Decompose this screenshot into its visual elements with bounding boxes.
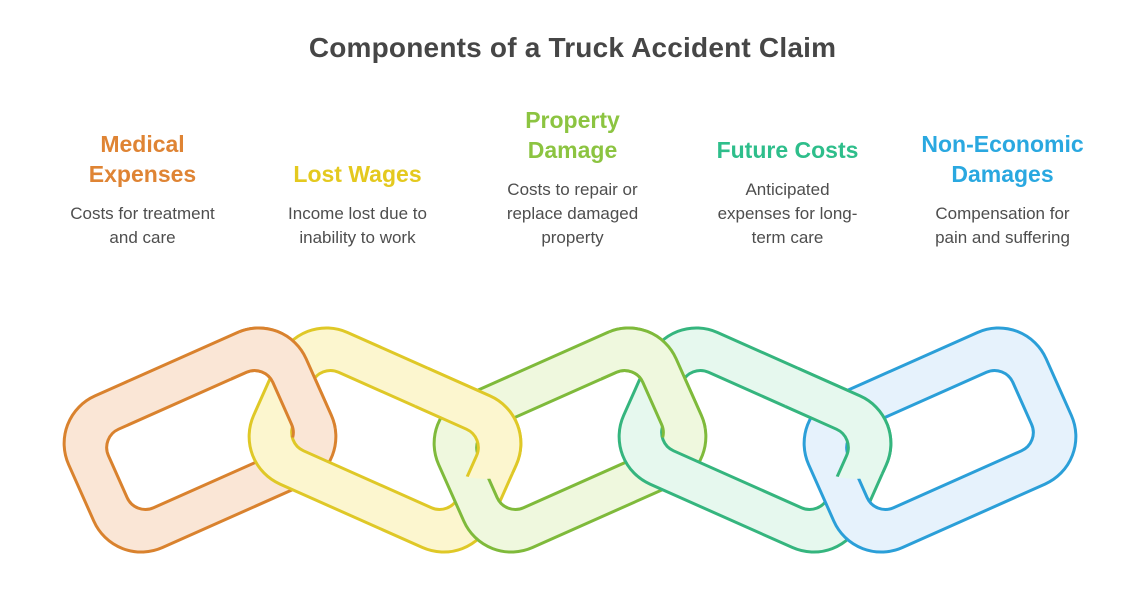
chain-link-lost-wages	[415, 339, 523, 479]
component-title-line: Medical	[100, 131, 185, 157]
component-desc-line: replace damaged	[506, 204, 639, 223]
component-title: Medical Expenses	[89, 129, 196, 189]
component-desc-line: inability to work	[299, 228, 416, 247]
component-desc-line: property	[541, 228, 604, 247]
component-title: Future Costs	[717, 135, 859, 165]
chain-weave-overlap	[600, 326, 708, 438]
component-desc-line: expenses for long-	[717, 204, 858, 223]
component-description: Costs for treatment and care	[70, 202, 215, 250]
component-title: Lost Wages	[293, 159, 421, 189]
component-desc-line: and care	[109, 228, 176, 247]
component-title: Property Damage	[525, 105, 620, 165]
component-future-costs: Future Costs Anticipated expenses for lo…	[685, 135, 890, 250]
component-desc-line: Income lost due to	[288, 204, 427, 223]
chain-link-future-costs	[785, 339, 893, 479]
component-title-line: Future Costs	[716, 137, 859, 163]
component-title-line: Non-Economic	[921, 131, 1084, 157]
component-desc-line: Costs to repair or	[507, 180, 638, 199]
component-title-line: Lost Wages	[293, 161, 422, 187]
component-desc-line: pain and suffering	[935, 228, 1070, 247]
component-non-economic-damages: Non-Economic Damages Compensation for pa…	[900, 129, 1105, 250]
component-medical-expenses: Medical Expenses Costs for treatment and…	[40, 129, 245, 250]
chain-link-property-damage	[600, 326, 708, 438]
component-desc-line: Anticipated	[745, 180, 830, 199]
component-property-damage: Property Damage Costs to repair or repla…	[470, 105, 675, 250]
chain-weave-overlap	[230, 326, 338, 438]
chain-weave-overlap	[785, 339, 893, 479]
component-title-line: Damage	[527, 137, 618, 163]
component-title-line: Property	[525, 107, 620, 133]
component-title: Non-Economic Damages	[921, 129, 1083, 189]
component-description: Anticipated expenses for long- term care	[718, 178, 858, 250]
page-title: Components of a Truck Accident Claim	[308, 32, 837, 63]
chain-link-non-economic-damages	[802, 326, 1078, 554]
component-title-line: Damages	[951, 161, 1054, 187]
component-description: Income lost due to inability to work	[288, 202, 427, 250]
component-title-line: Expenses	[88, 161, 197, 187]
component-desc-line: Costs for treatment	[70, 204, 215, 223]
chain-link-medical-expenses	[230, 326, 338, 438]
component-desc-line: Compensation for	[935, 204, 1070, 223]
component-description: Compensation for pain and suffering	[935, 202, 1070, 250]
claim-components-row: Medical Expenses Costs for treatment and…	[0, 66, 1145, 250]
chain-weave-overlap	[415, 339, 523, 479]
component-desc-line: term care	[751, 228, 824, 247]
chain-illustration	[0, 303, 1145, 595]
component-lost-wages: Lost Wages Income lost due to inability …	[255, 159, 460, 250]
component-description: Costs to repair or replace damaged prope…	[507, 178, 638, 250]
